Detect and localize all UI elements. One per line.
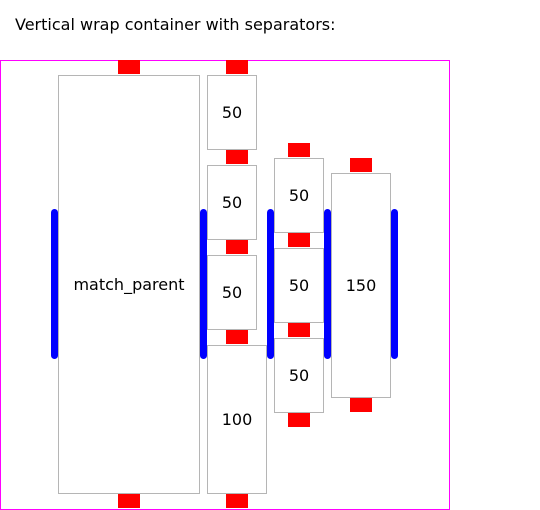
item-separator [288,233,310,247]
line-separator [324,209,331,359]
item-separator [226,494,248,508]
item-separator [350,398,372,412]
item-separator [118,60,140,74]
line-separator [51,209,58,359]
item-50: 50 [274,248,324,323]
page-title: Vertical wrap container with separators: [15,15,336,34]
item-separator [226,60,248,74]
item-separator [350,158,372,172]
item-50: 50 [207,75,257,150]
item-50: 50 [207,165,257,240]
line-separator [267,209,274,359]
item-separator [118,494,140,508]
line-separator [391,209,398,359]
item-separator [226,330,248,344]
item-separator [288,413,310,427]
item-150: 150 [331,173,391,398]
line-separator [200,209,207,359]
item-match-parent: match_parent [58,75,200,494]
item-50: 50 [274,158,324,233]
item-100: 100 [207,345,267,494]
item-50: 50 [207,255,257,330]
item-50: 50 [274,338,324,413]
item-separator [226,240,248,254]
item-separator [226,150,248,164]
item-separator [288,323,310,337]
item-separator [288,143,310,157]
